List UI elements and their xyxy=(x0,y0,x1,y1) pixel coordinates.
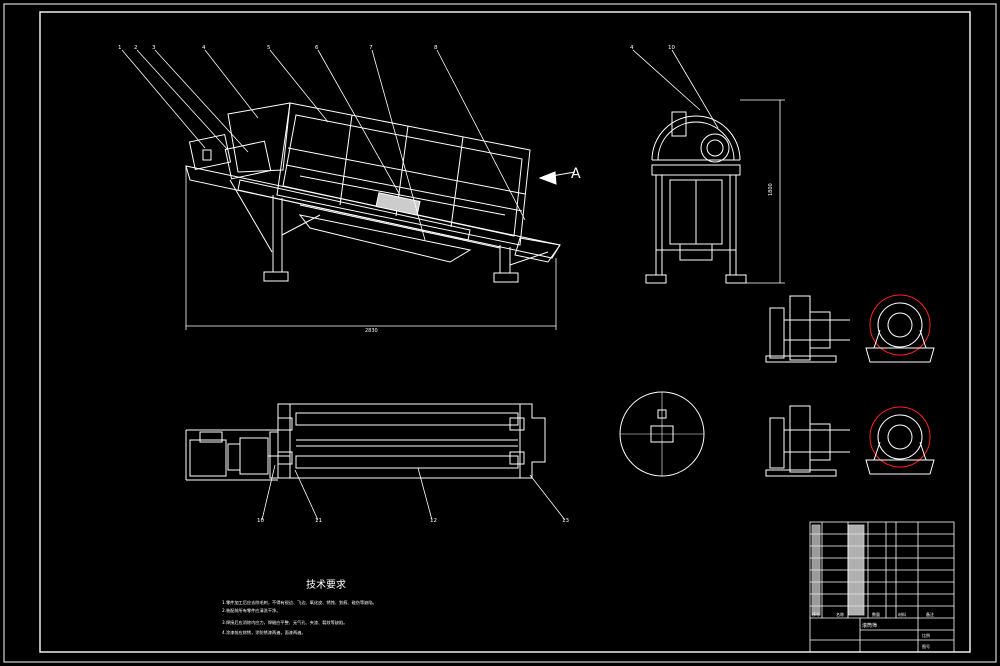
technical-notes: 1.零件加工后应去除毛刺，不得有锐边、飞边、氧化皮、锈蚀、划痕、碰伤等缺陷。 2… xyxy=(222,599,377,636)
bearing-details xyxy=(765,294,935,477)
note-line: 3.焊接后应消除内应力，焊缝应平整、无气孔、夹渣、裂纹等缺陷。 xyxy=(222,619,347,626)
title-cell: 比例 xyxy=(922,632,930,638)
callout-label: 5 xyxy=(267,45,271,51)
section-view xyxy=(619,391,705,477)
callout-label: 2 xyxy=(134,45,138,51)
callout-label: 7 xyxy=(369,45,373,51)
title-block-name: 滚筒筛 xyxy=(862,622,877,629)
title-cell: 备注 xyxy=(926,611,934,617)
plan-callout-labels: 10 11 12 13 xyxy=(257,518,569,524)
outer-border xyxy=(3,3,997,663)
side-view xyxy=(632,49,785,284)
height-dimension: 1800 xyxy=(768,183,774,196)
callout-label: 13 xyxy=(562,518,569,524)
callout-label: 4 xyxy=(202,45,206,51)
callout-label: 10 xyxy=(668,45,675,51)
callout-label: 3 xyxy=(152,45,156,51)
view-label-a: A xyxy=(571,166,581,182)
title-block-cells: 序号 名称 数量 材料 备注 比例 图号 xyxy=(812,611,934,649)
title-cell: 数量 xyxy=(872,611,880,617)
callout-label: 4 xyxy=(630,45,634,51)
note-line: 4.涂漆前应除锈，涂防锈漆两遍，面漆两遍。 xyxy=(222,629,306,636)
callout-label: 12 xyxy=(430,518,437,524)
title-cell: 材料 xyxy=(898,611,906,617)
note-line: 1.零件加工后应去除毛刺，不得有锐边、飞边、氧化皮、锈蚀、划痕、碰伤等缺陷。 xyxy=(222,599,377,606)
title-cell: 图号 xyxy=(922,643,930,649)
main-elevation-view xyxy=(121,49,576,330)
title-cell: 名称 xyxy=(836,611,844,617)
note-line: 2.装配前所有零件应清洗干净。 xyxy=(222,607,280,614)
callout-label: 1 xyxy=(118,45,122,51)
inner-border xyxy=(39,11,971,653)
callout-label: 6 xyxy=(315,45,319,51)
top-callout-labels: 1 2 3 4 5 6 7 8 xyxy=(118,45,438,51)
parts-list-and-title-block xyxy=(809,521,955,653)
callout-label: 10 xyxy=(257,518,264,524)
length-dimension: 2830 xyxy=(365,328,378,334)
side-callout-labels: 4 10 xyxy=(630,45,675,51)
notes-title: 技术要求 xyxy=(306,578,346,591)
plan-view xyxy=(185,403,566,521)
callout-label: 8 xyxy=(434,45,438,51)
title-cell: 序号 xyxy=(812,611,820,617)
callout-label: 11 xyxy=(315,518,322,524)
